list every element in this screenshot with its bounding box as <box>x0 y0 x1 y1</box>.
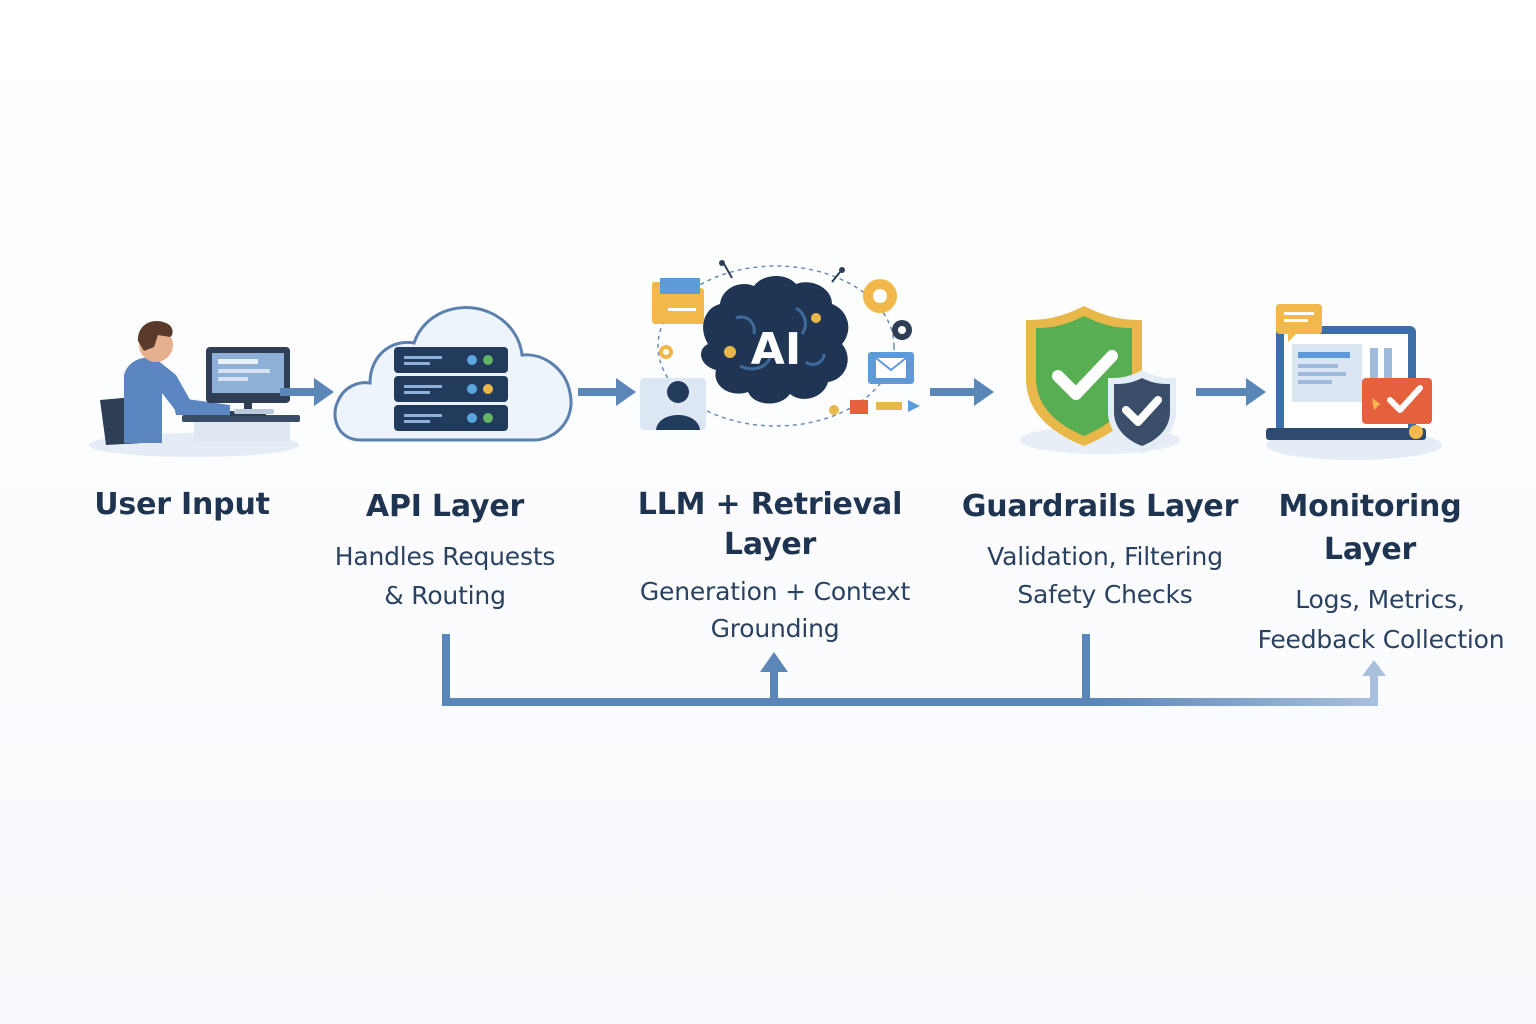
stage-title-monitoring-line1: Monitoring <box>1278 489 1462 524</box>
feedback-connector-lines <box>442 634 1386 706</box>
stage-title-llm-line1: LLM + Retrieval <box>637 487 903 522</box>
stage-title-monitoring-line2: Layer <box>1323 532 1417 567</box>
cloud-server-icon <box>333 306 573 442</box>
stage-desc-guardrails-line1: Validation, Filtering <box>987 542 1223 571</box>
stage-title-api-layer: API Layer <box>365 489 525 524</box>
stage-desc-guardrails-line2: Safety Checks <box>1017 580 1193 609</box>
ai-brain-label: AI <box>751 324 801 375</box>
ai-brain-icon: AI <box>640 260 920 430</box>
stage-desc-llm-line2: Grounding <box>710 614 840 643</box>
stage-desc-monitoring-line2: Feedback Collection <box>1257 625 1505 654</box>
flow-arrow-3 <box>930 378 994 406</box>
stage-desc-api-line1: Handles Requests <box>334 542 556 571</box>
stage-desc-llm-line1: Generation + Context <box>639 577 911 606</box>
monitoring-dashboard-icon <box>1266 304 1442 460</box>
shield-check-icon <box>1020 306 1180 454</box>
user-at-computer-icon <box>89 321 300 457</box>
flow-arrow-2 <box>578 378 636 406</box>
flow-arrow-4 <box>1196 378 1266 406</box>
stage-title-guardrails: Guardrails Layer <box>961 489 1239 524</box>
flow-arrow-1 <box>280 378 334 406</box>
stage-desc-api-line2: & Routing <box>384 581 506 610</box>
stage-title-llm-line2: Layer <box>723 527 817 562</box>
stage-title-user-input: User Input <box>94 487 270 522</box>
stage-desc-monitoring-line1: Logs, Metrics, <box>1295 585 1465 614</box>
